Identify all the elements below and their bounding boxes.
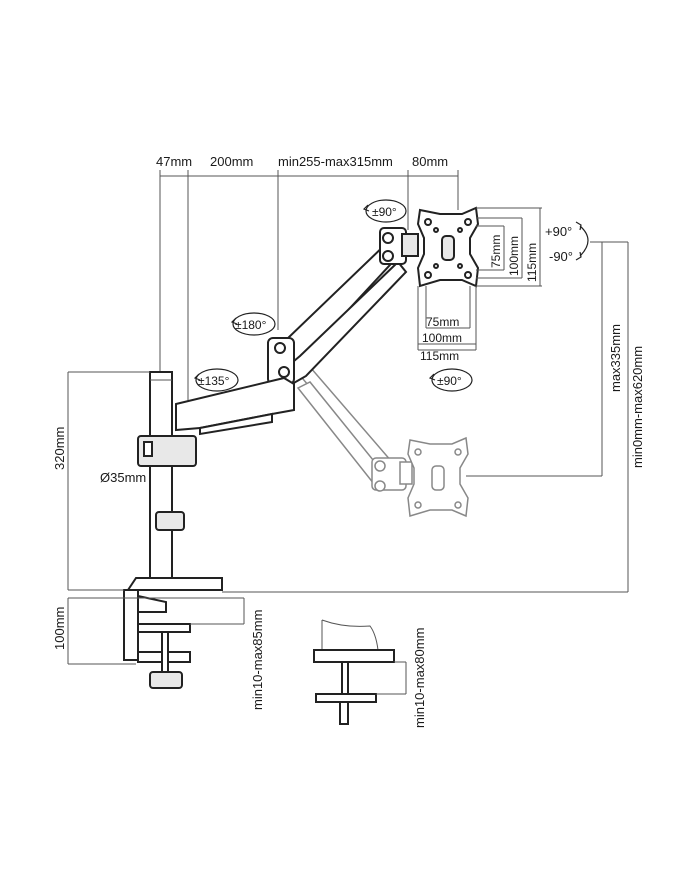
dim-200-label: 200mm bbox=[210, 154, 253, 169]
rotation-indicator-bottom bbox=[428, 368, 473, 392]
dim-47-label: 47mm bbox=[156, 154, 192, 169]
max-335-label: max335mm bbox=[608, 324, 623, 392]
tilt-up-label: +90° bbox=[545, 224, 572, 239]
gas-spring-arm-raised bbox=[267, 227, 419, 386]
rotation-90-bottom-label: ±90° bbox=[437, 374, 462, 388]
vesa-h100-label: 100mm bbox=[422, 331, 462, 345]
rotation-90-top-label: ±90° bbox=[372, 205, 397, 219]
height-100-label: 100mm bbox=[52, 607, 67, 650]
clamp-detail bbox=[313, 619, 395, 725]
gas-spring-arm-lowered bbox=[290, 359, 413, 492]
vesa-v75-label: 75mm bbox=[489, 235, 503, 268]
vesa-v100-label: 100mm bbox=[507, 236, 521, 276]
rotation-180-label: ±180° bbox=[235, 318, 267, 332]
vesa-plate-raised bbox=[416, 206, 480, 288]
rotation-indicator-top bbox=[362, 199, 407, 223]
clamp-range-85-label: min10-max85mm bbox=[250, 610, 265, 710]
pole-diameter-label: Ø35mm bbox=[100, 470, 146, 485]
dim-80-label: 80mm bbox=[412, 154, 448, 169]
rotation-indicator-135 bbox=[193, 368, 239, 392]
top-dimension-line bbox=[159, 170, 459, 405]
vesa-h115-label: 115mm bbox=[420, 349, 459, 363]
height-320-label: 320mm bbox=[52, 427, 67, 470]
min0-max620-label: min0mm-max620mm bbox=[630, 346, 645, 468]
dim-255-315-label: min255-max315mm bbox=[278, 154, 393, 169]
vesa-plate-lowered bbox=[407, 436, 469, 518]
vesa-horizontal-dimensions bbox=[417, 286, 477, 351]
clamp-range-80-label: min10-max80mm bbox=[412, 628, 427, 728]
vesa-h75-label: 75mm bbox=[426, 315, 459, 329]
mounting-pole bbox=[137, 371, 197, 583]
rotation-indicator-180 bbox=[230, 312, 276, 336]
tilt-down-label: -90° bbox=[549, 249, 573, 264]
height-dimensions bbox=[67, 241, 629, 695]
vesa-v115-label: 115mm bbox=[525, 243, 539, 282]
desk-clamp bbox=[123, 577, 223, 689]
rotation-135-label: ±135° bbox=[198, 374, 230, 388]
base-arm bbox=[175, 376, 295, 436]
vesa-vertical-dimensions bbox=[476, 207, 542, 287]
tilt-indicator bbox=[575, 221, 589, 261]
